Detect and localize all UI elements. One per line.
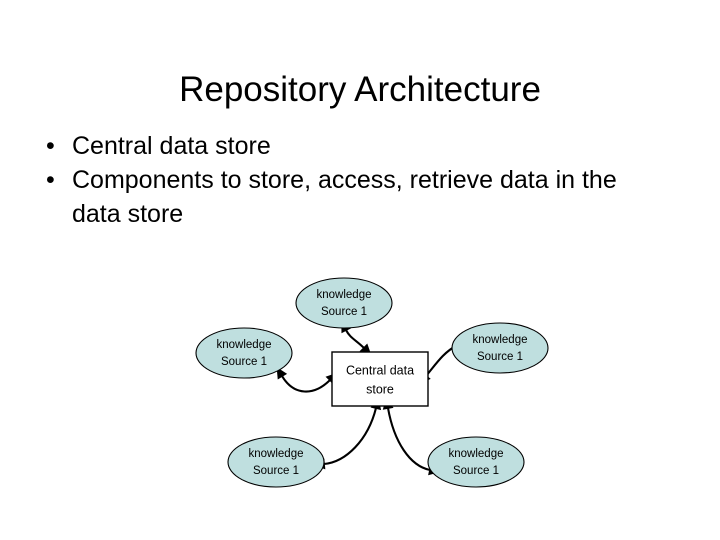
diagram-canvas: Central data store knowledge Source 1 kn… — [195, 277, 549, 488]
knowledge-source-bottom-right-label-line1: knowledge — [449, 448, 504, 460]
knowledge-source-right-label-line1: knowledge — [473, 334, 528, 346]
knowledge-source-top-label-line1: knowledge — [317, 289, 372, 301]
central-data-store-label-line1: Central data — [346, 363, 414, 377]
central-data-store-node: Central data store — [331, 351, 429, 407]
knowledge-source-bottom-left-node: knowledge Source 1 — [227, 436, 325, 488]
knowledge-source-top-node: knowledge Source 1 — [295, 277, 393, 329]
repository-architecture-diagram: Central data store knowledge Source 1 kn… — [178, 268, 588, 508]
knowledge-source-bottom-right-label-line2: Source 1 — [453, 465, 499, 477]
knowledge-source-bottom-right-shape — [427, 436, 525, 488]
list-item-text: Central data store — [72, 132, 271, 160]
bullet-list: • Central data store • Components to sto… — [30, 130, 670, 231]
central-data-store-shape — [331, 351, 429, 407]
knowledge-source-top-shape — [295, 277, 393, 329]
list-item: • Components to store, access, retrieve … — [30, 164, 670, 232]
central-data-store-label-line2: store — [366, 382, 394, 396]
knowledge-source-right-label-line2: Source 1 — [477, 351, 523, 363]
bullet-icon: • — [46, 132, 55, 160]
knowledge-source-left-node: knowledge Source 1 — [195, 327, 293, 379]
connector-bottom-left — [313, 397, 382, 470]
knowledge-source-bottom-left-label-line1: knowledge — [249, 448, 304, 460]
connector-top — [341, 320, 372, 356]
knowledge-source-top-label-line2: Source 1 — [321, 306, 367, 318]
knowledge-source-left-shape — [195, 327, 293, 379]
knowledge-source-bottom-right-node: knowledge Source 1 — [427, 436, 525, 488]
knowledge-source-bottom-left-shape — [227, 436, 325, 488]
knowledge-source-right-node: knowledge Source 1 — [451, 322, 549, 374]
page-title: Repository Architecture — [179, 70, 541, 110]
list-item: • Central data store — [30, 130, 670, 164]
connector-bottom-right — [382, 397, 441, 476]
list-item-text: Components to store, access, retrieve da… — [72, 165, 617, 228]
knowledge-source-left-label-line1: knowledge — [217, 339, 272, 351]
connector-left — [276, 367, 338, 393]
knowledge-source-bottom-left-label-line2: Source 1 — [253, 465, 299, 477]
knowledge-source-right-shape — [451, 322, 549, 374]
bullet-icon: • — [46, 165, 55, 194]
connector-right — [419, 341, 466, 385]
knowledge-source-left-label-line2: Source 1 — [221, 356, 267, 368]
